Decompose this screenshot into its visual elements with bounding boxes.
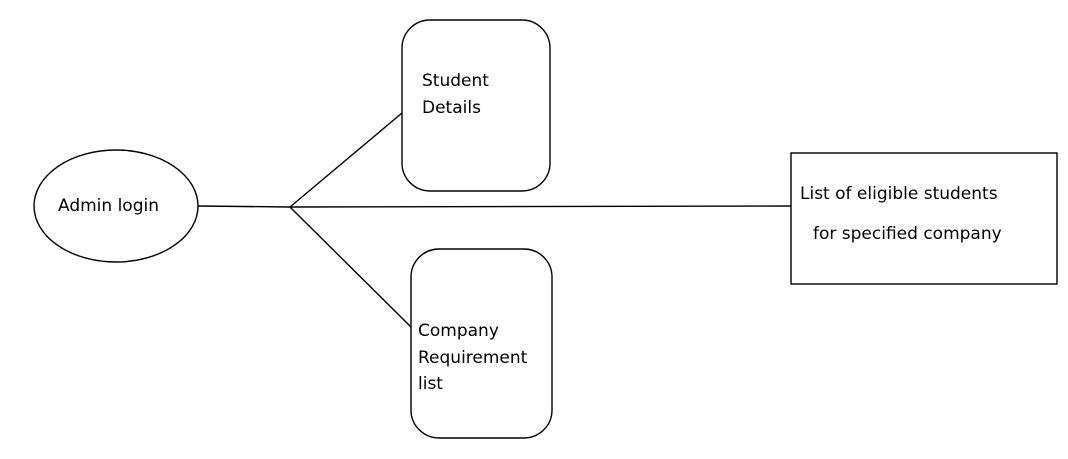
student-details-label-line2: Details [422, 98, 481, 118]
company-requirement-label-line3: list [418, 374, 443, 394]
student-details-node [401, 19, 551, 192]
admin-login-label: Admin login [58, 196, 159, 216]
connector-junction-to-list [289, 205, 792, 208]
company-requirement-node [410, 248, 553, 439]
admin-login-node [33, 149, 199, 263]
connector-admin-to-junction [197, 205, 291, 208]
company-requirement-label-line2: Requirement [418, 348, 528, 368]
eligible-list-node [790, 152, 1058, 285]
student-details-label-line1: Student [422, 71, 489, 91]
eligible-list-label-line1: List of eligible students [800, 184, 998, 204]
connector-junction-to-company-requirement [289, 206, 412, 328]
company-requirement-label-line1: Company [418, 321, 499, 341]
eligible-list-label-line2: for specified company [813, 224, 1002, 244]
connector-junction-to-student-details [289, 112, 403, 208]
